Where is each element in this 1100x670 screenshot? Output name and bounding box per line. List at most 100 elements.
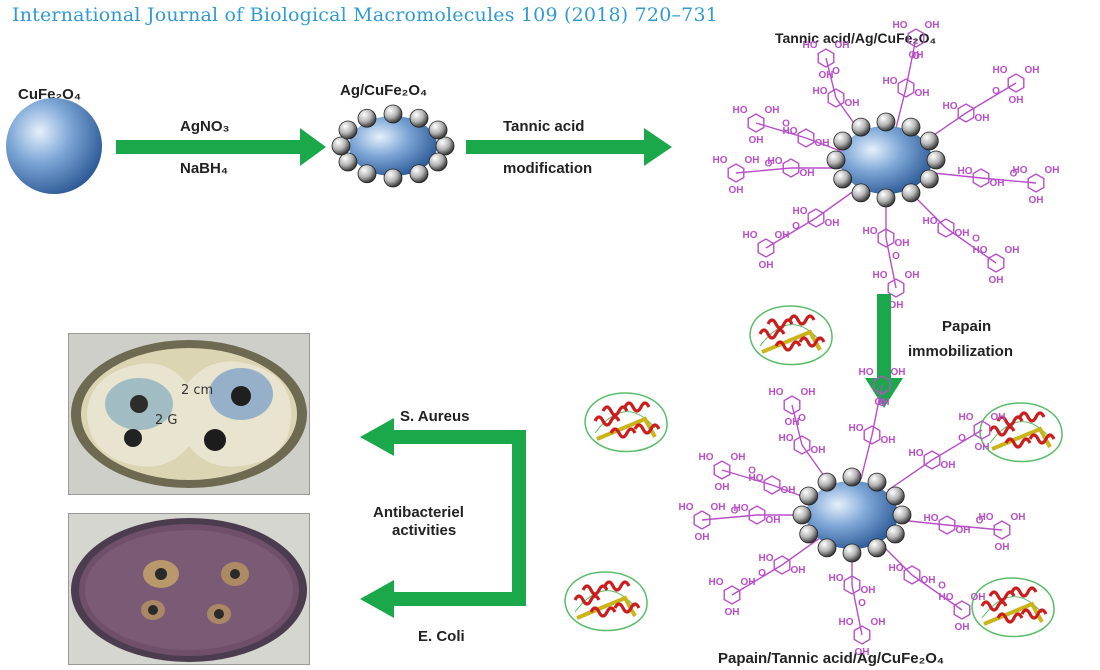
ag-nanoparticle bbox=[885, 524, 905, 544]
protein-helix bbox=[1020, 608, 1048, 620]
chem-label-ho: HO bbox=[873, 270, 888, 281]
protein-helix bbox=[589, 606, 617, 618]
chem-label-o: O bbox=[748, 466, 756, 477]
galloyl-ring bbox=[843, 575, 861, 595]
chem-label-oh: OH bbox=[925, 20, 940, 31]
protein-helix bbox=[1004, 437, 1032, 449]
label-ag-cufe2o4: Ag/CuFe₂O₄ bbox=[340, 82, 428, 99]
galloyl-ring bbox=[748, 505, 766, 525]
chem-label-oh: OH bbox=[811, 445, 826, 456]
chem-label-oh: OH bbox=[861, 585, 876, 596]
chem-label-o: O bbox=[782, 119, 790, 130]
chem-label-oh: OH bbox=[989, 275, 1004, 286]
chem-label-oh: OH bbox=[975, 113, 990, 124]
chem-label-o: O bbox=[731, 506, 739, 517]
protein-helix bbox=[758, 328, 786, 340]
chem-label-ho: HO bbox=[863, 226, 878, 237]
ag-nanoparticle bbox=[919, 169, 939, 189]
chem-label-ho: HO bbox=[839, 617, 854, 628]
galloyl-ring bbox=[937, 218, 955, 238]
ag-nanoparticle bbox=[851, 117, 871, 137]
protein-helix bbox=[609, 427, 637, 439]
bond-line bbox=[815, 189, 855, 219]
chem-label-o: O bbox=[1010, 169, 1018, 180]
galloyl-ring bbox=[987, 253, 1005, 273]
galloyl-ring bbox=[723, 585, 741, 605]
chem-label-o: O bbox=[976, 516, 984, 527]
ag-nanoparticle bbox=[799, 524, 819, 544]
chem-label-o: O bbox=[765, 159, 773, 170]
chem-label-ho: HO bbox=[743, 230, 758, 241]
label-tannic-acid: Tannic acid bbox=[503, 118, 585, 135]
protein-coil bbox=[759, 324, 821, 347]
ag-nanoparticle bbox=[901, 183, 921, 203]
ag-nanoparticle bbox=[383, 104, 403, 124]
chem-label-o: O bbox=[958, 433, 966, 444]
galloyl-ring bbox=[807, 208, 825, 228]
ag-nanoparticle bbox=[817, 538, 837, 558]
galloyl-ring bbox=[973, 420, 991, 440]
chem-label-oh: OH bbox=[711, 502, 726, 513]
ag-nanoparticle bbox=[435, 136, 455, 156]
chem-label-oh: OH bbox=[815, 138, 830, 149]
galloyl-ring bbox=[757, 238, 775, 258]
ag-nanoparticle bbox=[842, 467, 862, 487]
galloyl-ring bbox=[817, 48, 835, 68]
arrow-tannic-step bbox=[466, 128, 672, 166]
protein-helix bbox=[633, 423, 661, 435]
label-s-aureus: S. Aureus bbox=[400, 408, 470, 425]
ag-nanoparticle bbox=[851, 183, 871, 203]
chem-label-ho: HO bbox=[959, 412, 974, 423]
chem-label-ho: HO bbox=[759, 553, 774, 564]
galloyl-ring bbox=[727, 163, 745, 183]
chem-label-ho: HO bbox=[958, 166, 973, 177]
ag-nanoparticle bbox=[357, 164, 377, 184]
protein-helix bbox=[581, 584, 609, 596]
core-sphere bbox=[806, 481, 898, 549]
ag-nanoparticle bbox=[428, 152, 448, 172]
core-sphere bbox=[349, 116, 437, 176]
chem-label-ho: HO bbox=[733, 105, 748, 116]
chem-label-o: O bbox=[832, 66, 840, 77]
arrow-agno3-step bbox=[116, 128, 326, 166]
ag-nanoparticle bbox=[817, 472, 837, 492]
chem-label-ho: HO bbox=[893, 20, 908, 31]
chem-label-o: O bbox=[912, 51, 920, 62]
ag-nanoparticle bbox=[867, 538, 887, 558]
label-immobilization: immobilization bbox=[908, 343, 1013, 360]
chem-label-ho: HO bbox=[768, 156, 783, 167]
label-final-product: Papain/Tannic acid/Ag/CuFe₂O₄ bbox=[718, 650, 945, 667]
chem-label-oh: OH bbox=[715, 482, 730, 493]
chem-label-oh: OH bbox=[781, 485, 796, 496]
bond-line bbox=[701, 514, 758, 521]
chem-label-oh: OH bbox=[785, 417, 800, 428]
chem-label-ho: HO bbox=[679, 502, 694, 513]
papain-protein bbox=[749, 305, 833, 366]
chem-label-ho: HO bbox=[803, 40, 818, 51]
chem-label-o: O bbox=[892, 251, 900, 262]
chem-label-oh: OH bbox=[955, 622, 970, 633]
chem-label-oh: OH bbox=[745, 155, 760, 166]
ag-nanoparticle bbox=[357, 108, 377, 128]
chem-label-oh: OH bbox=[991, 412, 1006, 423]
chem-label-ho: HO bbox=[793, 206, 808, 217]
ag-nanoparticle bbox=[338, 152, 358, 172]
chem-label-oh: OH bbox=[1029, 195, 1044, 206]
chem-label-oh: OH bbox=[855, 647, 870, 658]
ag-nanoparticle bbox=[842, 543, 862, 563]
label-agno3: AgNO₃ bbox=[180, 118, 230, 135]
protein-helix bbox=[613, 602, 641, 614]
ag-nanoparticle bbox=[428, 120, 448, 140]
ag-nanoparticle bbox=[826, 150, 846, 170]
chem-label-o: O bbox=[992, 86, 1000, 97]
papain-protein bbox=[971, 577, 1055, 638]
chem-label-o: O bbox=[878, 398, 886, 409]
chem-label-oh: OH bbox=[995, 542, 1010, 553]
journal-citation: International Journal of Biological Macr… bbox=[12, 4, 719, 26]
protein-helix bbox=[766, 318, 794, 330]
ag-nanoparticle bbox=[919, 131, 939, 151]
chem-label-ho: HO bbox=[889, 563, 904, 574]
chem-label-oh: OH bbox=[975, 442, 990, 453]
chem-label-ho: HO bbox=[769, 387, 784, 398]
